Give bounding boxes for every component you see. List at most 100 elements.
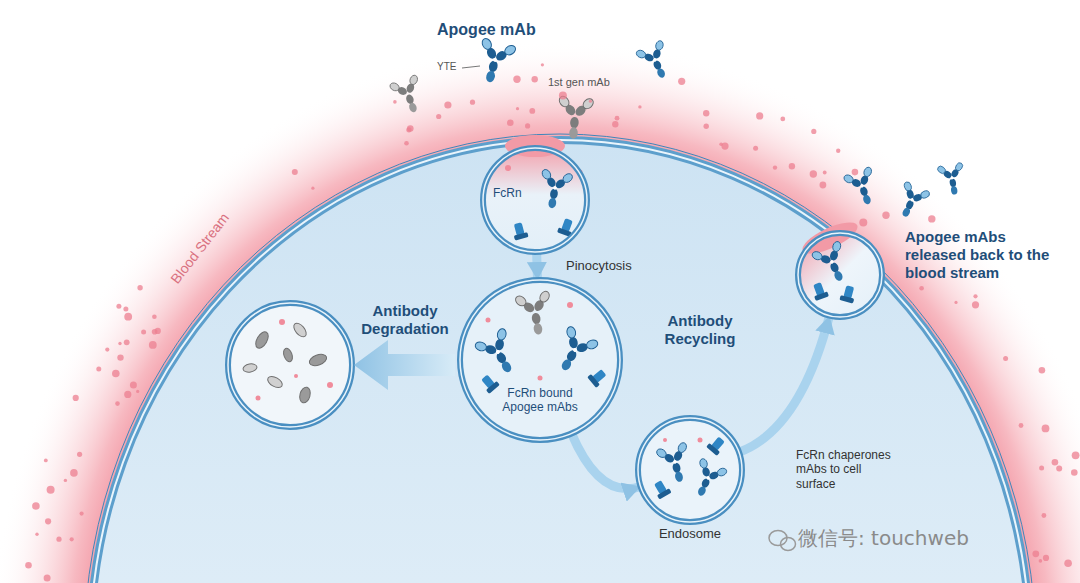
blood-dot (115, 401, 120, 406)
blood-dot (1003, 356, 1008, 361)
blood-dot (44, 459, 48, 463)
blood-dot (954, 301, 957, 304)
node-text: Endosome (640, 526, 740, 542)
blood-dot (721, 143, 728, 150)
blood-dot (56, 537, 61, 542)
blood-dot (1019, 423, 1024, 428)
blood-dot (404, 141, 409, 146)
blood-dot (45, 518, 51, 524)
blood-dot (406, 127, 411, 132)
blood-dot (589, 100, 592, 103)
membrane-ring (460, 280, 620, 440)
blood-dot (149, 341, 157, 349)
blood-dot (1039, 367, 1046, 374)
blood-dot (973, 294, 977, 298)
blood-dot (789, 163, 795, 169)
blood-dot (70, 469, 78, 477)
blood-dot (928, 215, 935, 222)
blood-dot (836, 149, 840, 153)
flow-arrow (739, 316, 830, 453)
blood-dot (704, 124, 709, 129)
blood-dot (1071, 469, 1078, 476)
blood-dot (444, 101, 451, 108)
blood-dot (823, 171, 827, 175)
blood-dot (77, 452, 82, 457)
callout-label: 1st gen mAb (548, 76, 628, 89)
callout-label: YTE (437, 61, 463, 73)
blood-dot (436, 114, 441, 119)
blood-dot (116, 304, 121, 309)
blood-dot (703, 110, 709, 116)
edge-label: Pinocytosis (566, 258, 656, 274)
membrane-ring (638, 418, 742, 522)
blood-dot (64, 479, 67, 482)
blood-dot (1064, 559, 1072, 567)
flow-arrow (532, 252, 542, 280)
blood-dot (141, 329, 146, 334)
blood-dot (124, 339, 130, 345)
blood-dot (73, 395, 79, 401)
watermark: 微信号: touchweb (798, 526, 998, 550)
blood-dot (124, 313, 132, 321)
blood-dot (532, 76, 538, 82)
blood-dot (470, 100, 475, 105)
blood-dot (1072, 451, 1080, 459)
blood-dot (820, 182, 827, 189)
release-vesicle: Apogee mAbs released back to the blood s… (798, 233, 882, 317)
blood-dot (1039, 466, 1044, 471)
blood-dot (112, 370, 120, 378)
blood-dot (47, 486, 55, 494)
blood-dot (393, 100, 397, 104)
blood-dot (753, 146, 758, 151)
blood-dot (70, 537, 74, 541)
blood-dot (137, 285, 142, 290)
endosome-circle: FcRn bound Apogee mAbs (460, 280, 620, 440)
blood-dot (152, 314, 157, 319)
blood-dot (32, 502, 40, 510)
blood-dot (123, 307, 128, 312)
blood-dot (311, 187, 314, 190)
blood-dot (1039, 559, 1043, 563)
blood-dot (615, 116, 620, 121)
title-label: Apogee mAb (437, 20, 557, 39)
blood-dot (105, 348, 109, 352)
blood-dot (513, 76, 520, 83)
blood-dot (117, 354, 123, 360)
endosome-circle: Endosome (638, 418, 742, 522)
blood-dot (96, 367, 101, 372)
blood-dot (852, 169, 859, 176)
blood-dot (1042, 513, 1047, 518)
blood-dot (541, 63, 544, 66)
blood-dot (919, 286, 924, 291)
blood-dot (810, 170, 817, 177)
blood-dot (1042, 425, 1050, 433)
process-label: Antibody Recycling (650, 312, 750, 348)
blood-dot (773, 165, 777, 169)
blood-dot (136, 390, 139, 393)
blood-dot (25, 562, 32, 569)
node-text: FcRn (493, 186, 533, 200)
pinocytosis-vesicle: FcRn (483, 148, 587, 252)
blood-dot (44, 574, 51, 581)
blood-dot (292, 169, 298, 175)
blood-dot (559, 91, 567, 99)
blood-dot (1043, 555, 1049, 561)
blood-dot (859, 219, 867, 227)
blood-dot (118, 342, 121, 345)
membrane-ring (798, 233, 882, 317)
blood-dot (972, 301, 979, 308)
blood-dot (612, 121, 618, 127)
blood-dot (80, 511, 84, 515)
flow-arrow (572, 434, 641, 489)
process-label: Antibody Degradation (354, 302, 456, 338)
blood-dot (529, 108, 535, 114)
blood-dot (130, 381, 137, 388)
blood-dot (756, 112, 763, 119)
blood-dot (1056, 466, 1062, 472)
blood-dot (124, 391, 131, 398)
node-text: FcRn bound Apogee mAbs (492, 386, 588, 415)
blood-dot (882, 212, 889, 219)
